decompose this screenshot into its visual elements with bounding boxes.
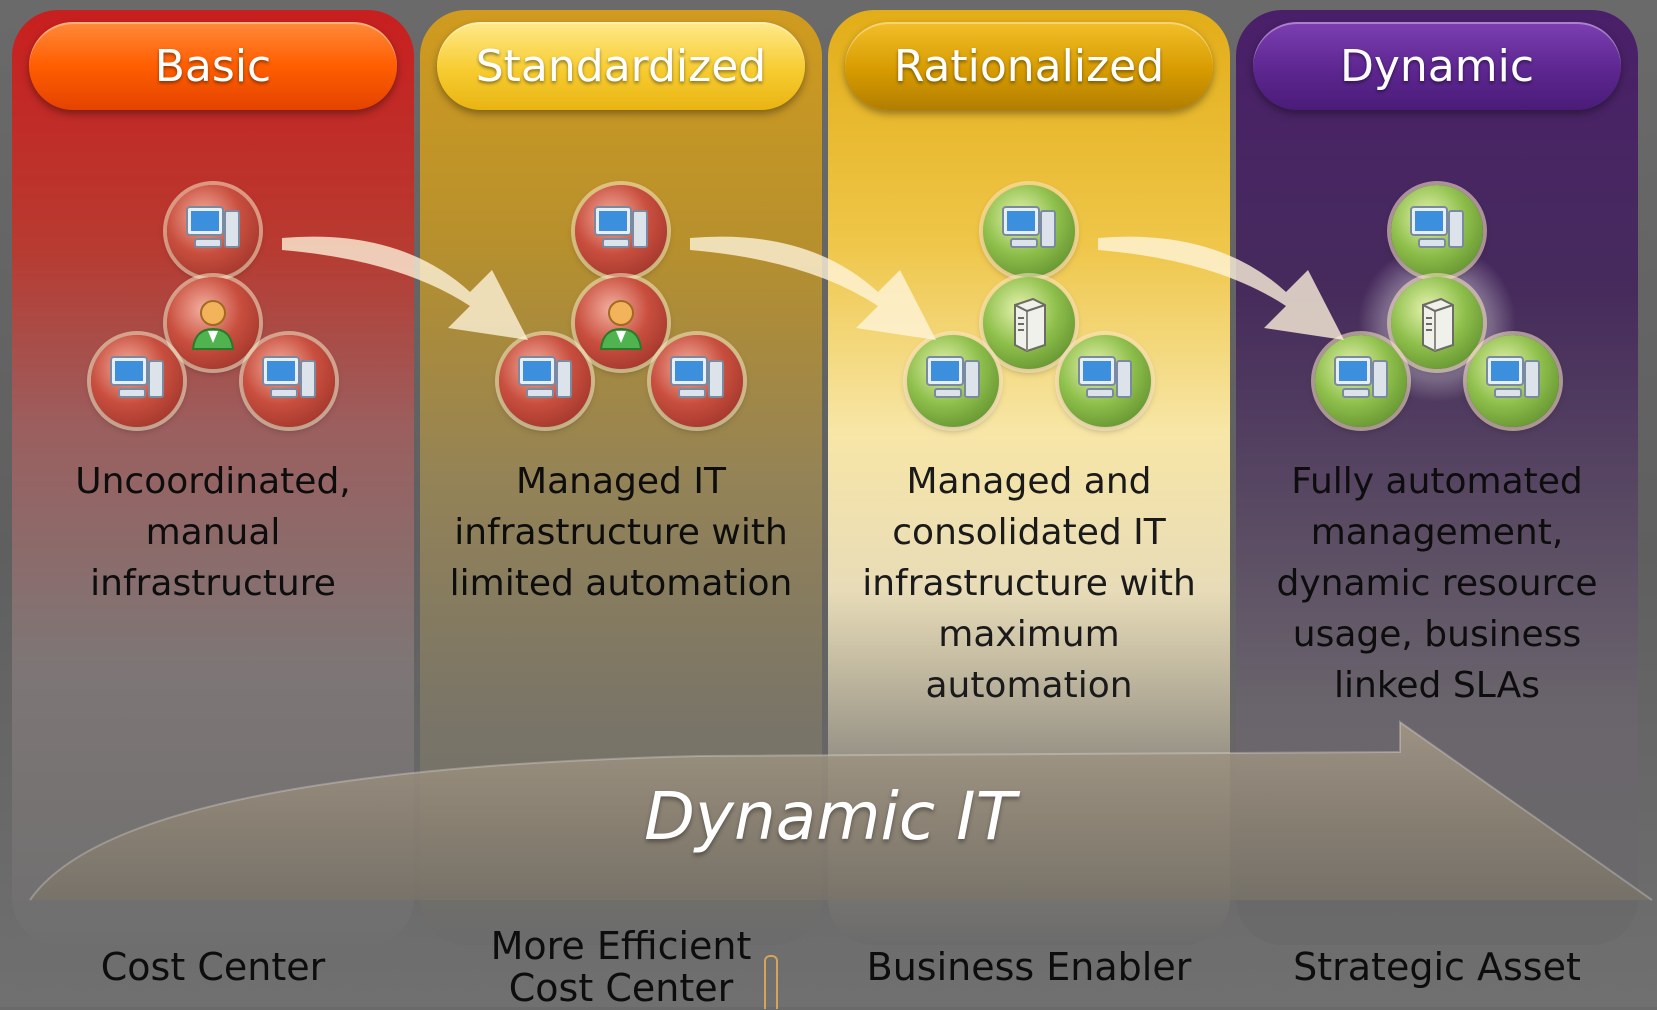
dynamic-it-label: Dynamic IT bbox=[644, 778, 1016, 855]
computer-icon bbox=[1467, 335, 1559, 427]
outcome-label-rationalized: Business Enabler bbox=[866, 945, 1192, 989]
icon-cluster-dynamic bbox=[1307, 185, 1567, 445]
computer-icon bbox=[983, 185, 1075, 277]
server-icon bbox=[1391, 277, 1483, 369]
position-marker bbox=[764, 955, 778, 1009]
computer-icon bbox=[499, 335, 591, 427]
stage-column-dynamic: Dynamic Fully automated management, dyna… bbox=[1236, 10, 1638, 945]
outcome-label-basic: Cost Center bbox=[100, 945, 326, 989]
computer-icon bbox=[1315, 335, 1407, 427]
computer-icon bbox=[651, 335, 743, 427]
user-icon bbox=[575, 277, 667, 369]
computer-icon bbox=[243, 335, 335, 427]
icon-cluster-basic bbox=[83, 185, 343, 445]
stage-header-dynamic: Dynamic bbox=[1253, 22, 1621, 110]
stage-column-basic: Basic Uncoordinated, manual infrastructu… bbox=[12, 10, 414, 945]
computer-icon bbox=[167, 185, 259, 277]
computer-icon bbox=[575, 185, 667, 277]
stage-description-rationalized: Managed and consolidated IT infrastructu… bbox=[862, 461, 1196, 706]
stage-header-rationalized: Rationalized bbox=[845, 22, 1213, 110]
outcome-label-standardized: More Efficient Cost Center bbox=[490, 924, 752, 1010]
stage-header-standardized: Standardized bbox=[437, 22, 805, 110]
user-icon bbox=[167, 277, 259, 369]
stage-description-standardized: Managed IT infrastructure with limited a… bbox=[449, 461, 793, 604]
stage-header-basic: Basic bbox=[29, 22, 397, 110]
computer-icon bbox=[907, 335, 999, 427]
icon-cluster-rationalized bbox=[899, 185, 1159, 445]
server-icon bbox=[983, 277, 1075, 369]
computer-icon bbox=[91, 335, 183, 427]
outcome-label-dynamic: Strategic Asset bbox=[1293, 945, 1581, 989]
stage-description-basic: Uncoordinated, manual infrastructure bbox=[75, 461, 351, 604]
computer-icon bbox=[1391, 185, 1483, 277]
computer-icon bbox=[1059, 335, 1151, 427]
stage-description-dynamic: Fully automated management, dynamic reso… bbox=[1276, 461, 1598, 706]
icon-cluster-standardized bbox=[491, 185, 751, 445]
